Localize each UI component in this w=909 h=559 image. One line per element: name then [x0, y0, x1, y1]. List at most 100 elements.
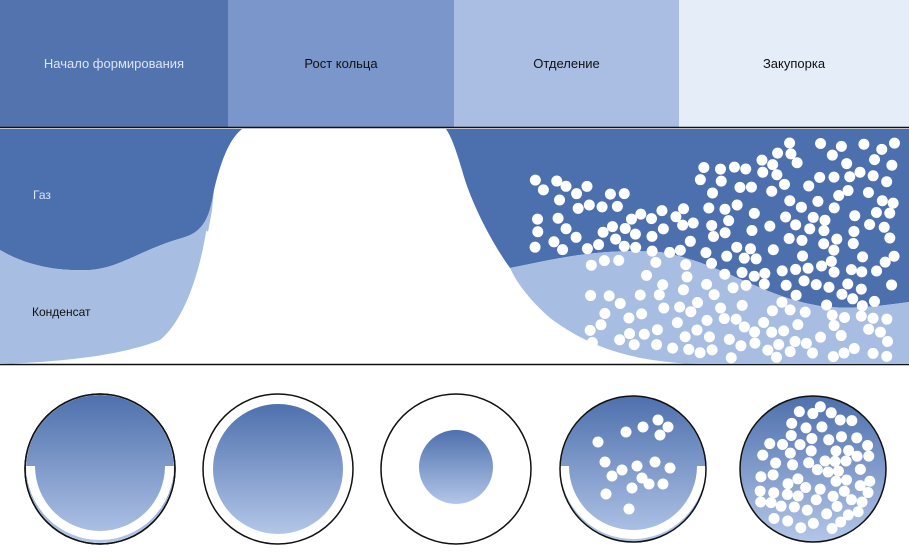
- droplet: [847, 293, 859, 305]
- droplet: [800, 422, 812, 434]
- droplet: [794, 439, 806, 451]
- droplet: [844, 171, 856, 183]
- droplet: [852, 506, 864, 518]
- droplet: [618, 240, 630, 252]
- droplet: [886, 159, 898, 171]
- droplet: [606, 470, 618, 482]
- condensate-region-left: [0, 224, 208, 364]
- droplet: [593, 239, 605, 251]
- droplet: [788, 501, 800, 513]
- droplet: [848, 343, 860, 355]
- droplet: [840, 455, 852, 467]
- droplet: [863, 323, 875, 335]
- droplet: [819, 214, 831, 226]
- droplet: [749, 326, 761, 338]
- droplet: [791, 157, 803, 169]
- droplet: [851, 432, 863, 444]
- droplet: [807, 211, 819, 223]
- droplet: [679, 331, 691, 343]
- droplet: [862, 187, 874, 199]
- droplet: [827, 490, 839, 502]
- droplets: [592, 414, 676, 515]
- droplet: [874, 326, 886, 338]
- droplet: [658, 302, 670, 314]
- stage-initial-formation: Начало формирования: [0, 0, 228, 127]
- droplet: [847, 238, 859, 250]
- droplet: [758, 278, 770, 290]
- cross-section-blockage: [559, 395, 707, 543]
- droplet: [871, 265, 883, 277]
- droplet: [825, 407, 837, 419]
- droplet: [596, 201, 608, 213]
- droplet: [770, 457, 782, 469]
- droplet: [706, 219, 718, 231]
- droplet: [836, 288, 848, 300]
- droplet: [624, 328, 636, 340]
- droplet: [552, 212, 564, 224]
- droplet: [537, 184, 549, 196]
- droplet: [854, 480, 866, 492]
- pipe-outline: [24, 393, 176, 545]
- droplet: [862, 440, 874, 452]
- droplet: [685, 306, 697, 318]
- stage-header: Начало формирования Рост кольца Отделени…: [0, 0, 909, 127]
- droplet: [650, 256, 662, 268]
- droplet: [595, 319, 607, 331]
- droplet: [736, 299, 748, 311]
- stage-ring-growth: Рост кольца: [228, 0, 454, 127]
- cross-section-ring-growth: [202, 393, 354, 545]
- droplet: [681, 271, 693, 283]
- droplet: [641, 269, 653, 281]
- droplet: [888, 137, 900, 149]
- droplet: [677, 284, 689, 296]
- droplet: [785, 148, 797, 160]
- droplet: [800, 337, 812, 349]
- droplet: [557, 244, 569, 256]
- stage-label: Рост кольца: [304, 56, 378, 71]
- droplet: [606, 221, 618, 233]
- stage-label: Отделение: [533, 56, 600, 71]
- droplet: [628, 339, 640, 351]
- droplet: [701, 314, 713, 326]
- droplet: [735, 340, 747, 352]
- droplet: [810, 279, 822, 291]
- pipe-interior: [26, 395, 174, 543]
- droplet: [856, 300, 868, 312]
- droplet: [795, 522, 807, 534]
- droplet: [778, 178, 790, 190]
- droplet: [764, 220, 776, 232]
- droplet: [674, 244, 686, 256]
- droplet: [795, 201, 807, 213]
- droplet: [826, 522, 838, 534]
- droplet: [626, 482, 638, 494]
- droplet: [749, 337, 761, 349]
- droplet: [766, 326, 778, 338]
- droplet: [800, 482, 812, 494]
- droplet: [583, 199, 595, 211]
- droplet: [572, 202, 584, 214]
- droplet: [776, 296, 788, 308]
- droplet: [819, 455, 831, 467]
- droplet: [683, 343, 695, 355]
- droplet: [631, 460, 643, 472]
- droplet: [857, 251, 869, 263]
- droplet: [828, 320, 840, 332]
- droplet: [841, 158, 853, 170]
- droplet: [876, 143, 888, 155]
- droplet: [680, 259, 692, 271]
- droplet: [700, 247, 712, 259]
- droplet: [814, 171, 826, 183]
- droplet: [613, 254, 625, 266]
- droplet: [637, 421, 649, 433]
- droplet: [845, 494, 857, 506]
- droplet: [586, 336, 598, 348]
- droplet: [597, 226, 609, 238]
- droplet: [719, 268, 731, 280]
- gas-core: [419, 430, 493, 504]
- droplet: [759, 267, 771, 279]
- droplet: [789, 336, 801, 348]
- droplet: [603, 290, 615, 302]
- droplet: [832, 465, 844, 477]
- droplet: [646, 213, 658, 225]
